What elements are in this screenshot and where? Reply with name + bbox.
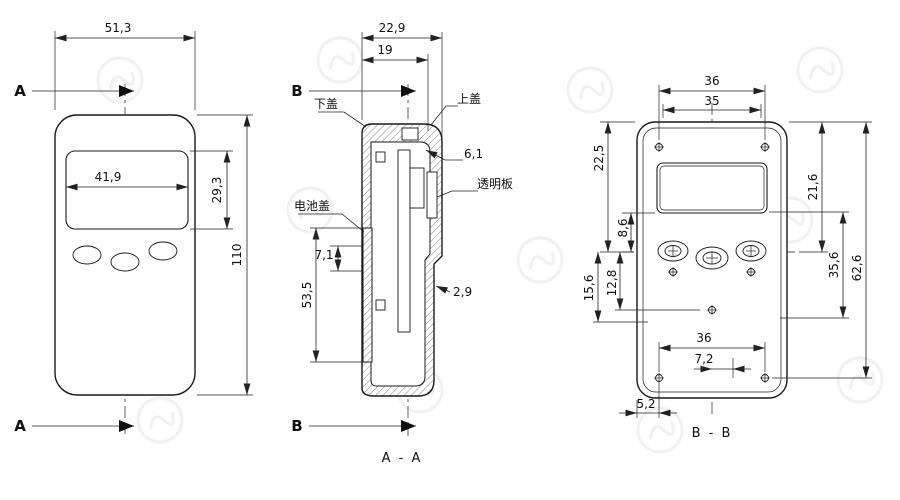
- section-a-clip-top: [375, 151, 386, 163]
- section-a-pcb: [397, 149, 411, 333]
- caption-section-b: B - B: [692, 426, 733, 441]
- dim-b-right-mid: 35,6: [769, 211, 849, 319]
- section-label-a-top: A: [14, 82, 26, 100]
- dim-text-b-right-top: 21,6: [806, 174, 820, 201]
- section-b-button-left: [657, 240, 689, 262]
- front-button-middle: [110, 252, 140, 272]
- dim-b-right-overall: 62,6: [772, 122, 872, 379]
- label-bottom-cover: 下盖: [314, 97, 367, 128]
- dim-b-left-low-inner: 12,8: [605, 252, 700, 311]
- dim-text-display-width: 41,9: [95, 170, 122, 184]
- section-b-inner-wall: [642, 127, 782, 393]
- section-b-display-opening: [656, 162, 768, 214]
- section-a-top-latch: [401, 127, 419, 141]
- dim-text-wall: 2,9: [453, 285, 472, 299]
- dim-b-bottom-offset: 7,2: [694, 352, 751, 378]
- dim-b-bottom-span: 36: [658, 331, 766, 372]
- section-a-battery-cover: [362, 227, 373, 363]
- dim-text-b-top-outer: 36: [704, 74, 719, 88]
- label-text-clear-panel: 透明板: [477, 177, 513, 191]
- dim-text-b-bottom-span: 36: [696, 331, 711, 345]
- section-b-button-middle: [695, 246, 729, 270]
- section-arrow-a-top: A: [14, 82, 134, 100]
- front-button-right: [148, 241, 178, 261]
- dim-total-depth: 22,9: [361, 21, 443, 138]
- section-arrow-b-top: B: [291, 82, 416, 100]
- dim-text-b-bottom-offset: 7,2: [694, 352, 713, 366]
- caption-section-a: A - A: [382, 451, 423, 466]
- dim-text-battery-length: 53,5: [300, 282, 314, 309]
- dim-display-width: 41,9: [66, 170, 188, 191]
- dim-wall: 2,9: [435, 285, 472, 299]
- dim-inner-depth: 19: [362, 43, 429, 131]
- section-arrow-a-bottom: A: [14, 417, 134, 435]
- dim-b-corner-offset: 5,2: [619, 383, 677, 418]
- section-label-b-top: B: [291, 82, 302, 100]
- dim-display-height: 29,3: [190, 150, 233, 230]
- dim-front-width: 51,3: [54, 21, 196, 110]
- dim-text-front-height: 110: [230, 244, 244, 267]
- section-a-clear-panel: [426, 171, 438, 219]
- section-arrow-b-bottom: B: [291, 417, 416, 435]
- dim-b-right-top: 21,6: [789, 121, 872, 253]
- dim-text-b-left-low-outer: 15,6: [582, 275, 596, 302]
- dim-step: 6,1: [425, 147, 483, 161]
- dim-text-b-right-overall: 62,6: [850, 255, 864, 282]
- dim-battery-length: 53,5: [300, 227, 362, 363]
- dim-text-b-right-mid: 35,6: [827, 252, 841, 279]
- dim-text-b-left-top: 22,5: [592, 145, 606, 172]
- section-label-a-bottom: A: [14, 417, 26, 435]
- section-b-display-inner: [659, 165, 765, 211]
- dim-b-top-outer: 36: [658, 74, 766, 140]
- dim-text-offset: 7,1: [314, 248, 333, 262]
- dim-text-display-height: 29,3: [210, 177, 224, 204]
- label-top-cover: 上盖: [430, 92, 481, 126]
- dim-text-b-corner-offset: 5,2: [636, 397, 655, 411]
- dim-text-total-depth: 22,9: [379, 21, 406, 35]
- section-b-button-right: [735, 240, 767, 262]
- front-button-left: [72, 245, 102, 265]
- section-b-view: 36 35 22,5 8,6 15,6 12,8: [582, 74, 872, 441]
- dim-offset: 7,1: [314, 245, 362, 272]
- front-view: A A 51,3 41,9 29,3 110: [14, 21, 253, 435]
- section-a-module: [409, 167, 425, 209]
- dim-text-b-left-low-inner: 12,8: [605, 270, 619, 297]
- label-text-bottom-cover: 下盖: [314, 97, 338, 111]
- label-text-top-cover: 上盖: [457, 92, 481, 106]
- dim-text-step: 6,1: [464, 147, 483, 161]
- dim-text-b-top-inner: 35: [704, 94, 719, 108]
- dim-text-b-left-mid: 8,6: [616, 218, 630, 237]
- dim-text-inner-depth: 19: [377, 43, 392, 57]
- dim-text-front-width: 51,3: [105, 21, 132, 35]
- section-b-screws: [654, 142, 770, 383]
- front-display-window: [65, 150, 189, 230]
- label-clear-panel: 透明板: [436, 177, 513, 198]
- dim-b-left-low-outer: 15,6: [582, 252, 648, 323]
- label-text-battery-cover: 电池盖: [294, 199, 330, 213]
- dim-b-left-top: 22,5: [592, 121, 635, 253]
- section-a-clip-bottom: [375, 299, 386, 311]
- section-a-view: B B 22,9 19 下盖 上盖 6,1: [291, 21, 513, 466]
- dim-front-height: 110: [197, 114, 253, 396]
- label-battery-cover: 电池盖: [294, 199, 365, 233]
- dim-b-top-inner: 35: [662, 94, 762, 118]
- section-label-b-bottom: B: [291, 417, 302, 435]
- dim-b-left-mid: 8,6: [616, 212, 655, 252]
